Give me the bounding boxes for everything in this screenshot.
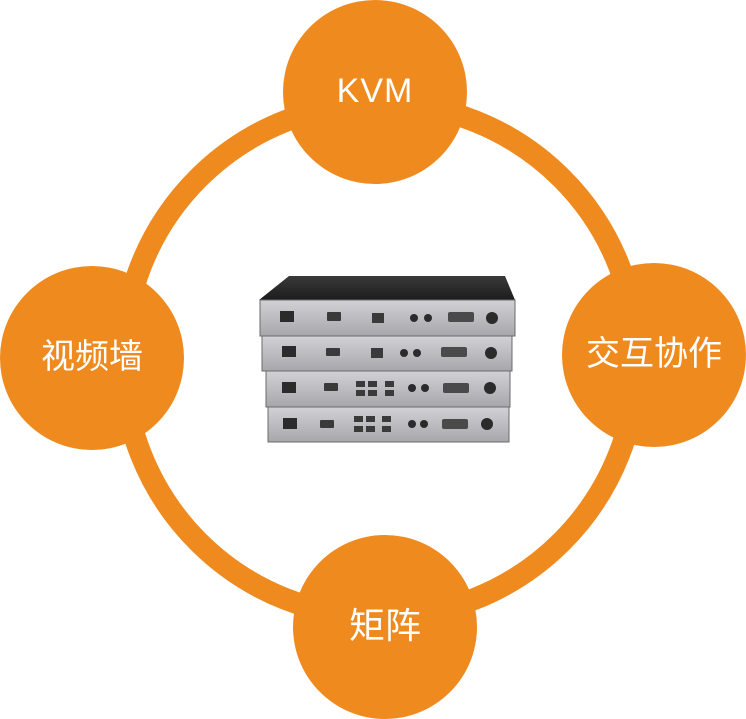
- device-top-lid: [259, 276, 515, 300]
- node-matrix: 矩阵: [293, 535, 477, 719]
- node-interactive-collaboration-label: 交互协作: [586, 334, 722, 375]
- kvm-device-stack-image: [259, 276, 516, 443]
- node-video-wall-label: 视频墙: [41, 337, 143, 378]
- device-unit: [267, 406, 510, 443]
- device-unit: [265, 370, 511, 408]
- node-matrix-label: 矩阵: [348, 606, 421, 648]
- node-video-wall: 视频墙: [0, 266, 184, 450]
- device-unit: [259, 299, 516, 337]
- node-kvm: KVM: [283, 0, 467, 184]
- node-kvm-label: KVM: [336, 72, 414, 111]
- node-interactive-collaboration: 交互协作: [562, 263, 746, 447]
- device-unit: [261, 335, 513, 372]
